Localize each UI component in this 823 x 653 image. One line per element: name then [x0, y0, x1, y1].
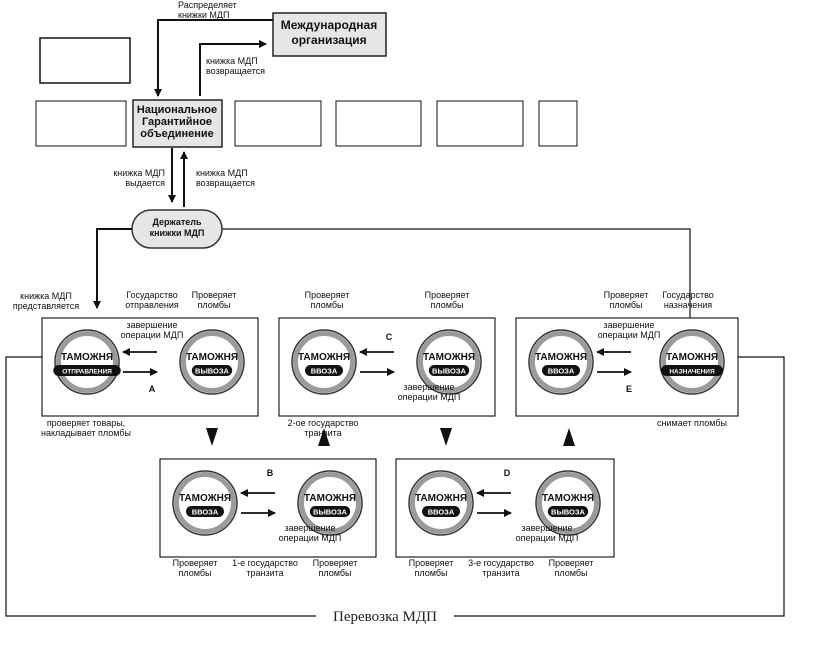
customs-word: ТАМОЖНЯ: [535, 352, 587, 363]
tir-frame-left: [5, 356, 316, 617]
customs-right-d: ТАМОЖНЯ ВЫВОЗА: [535, 470, 601, 536]
customs-left-d: ТАМОЖНЯ ВВОЗА: [408, 470, 474, 536]
customs-type-label: ВВОЗА: [548, 367, 575, 376]
customs-type-label: ВЫВОЗА: [313, 508, 348, 517]
customs-type-label: ВВОЗА: [428, 508, 455, 517]
return-to-org-arrow: [199, 40, 267, 96]
customs-word: ТАМОЖНЯ: [298, 352, 350, 363]
customs-type-label: ВЫВОЗА: [432, 367, 467, 376]
customs-word: ТАМОЖНЯ: [423, 352, 475, 363]
empty-box: [35, 100, 127, 147]
customs-word: ТАМОЖНЯ: [186, 352, 238, 363]
tir-footer-label: Перевозка МДП: [333, 609, 437, 625]
down-arrow: [440, 428, 452, 446]
customs-left-c: ТАМОЖНЯ ВВОЗА: [291, 329, 357, 395]
station-letter: E: [626, 384, 632, 394]
distribute-arrow: [154, 19, 273, 97]
station-letter: B: [267, 468, 274, 478]
customs-word: ТАМОЖНЯ: [415, 493, 467, 504]
empty-box: [234, 100, 322, 147]
customs-type-label: ВЫВОЗА: [195, 367, 230, 376]
station-bottom-label: проверяет товары,накладывает пломбы: [41, 418, 131, 438]
up-arrow: [318, 428, 330, 446]
tir-frame-right: [454, 356, 785, 617]
customs-right-a: ТАМОЖНЯ ВЫВОЗА: [179, 329, 245, 395]
customs-type-label: ОТПРАВЛЕНИЯ: [62, 369, 112, 376]
customs-type-label: ВВОЗА: [311, 367, 338, 376]
customs-word: ТАМОЖНЯ: [542, 493, 594, 504]
customs-right-b: ТАМОЖНЯ ВЫВОЗА: [297, 470, 363, 536]
empty-box: [39, 37, 131, 84]
holder-to-destination-line: [222, 228, 691, 318]
international-org-box: [272, 12, 387, 57]
station-letter: A: [149, 384, 156, 394]
station-letter: C: [386, 332, 393, 342]
customs-type-label: ВВОЗА: [192, 508, 219, 517]
empty-box: [538, 100, 578, 147]
station-letter: D: [504, 468, 511, 478]
presented-arrow: [93, 228, 132, 309]
customs-left-e: ТАМОЖНЯ ВВОЗА: [528, 329, 594, 395]
station-bottom-label: снимает пломбы: [657, 418, 727, 428]
customs-word: ТАМОЖНЯ: [666, 352, 718, 363]
empty-box: [335, 100, 422, 147]
down-arrow: [206, 428, 218, 446]
customs-word: ТАМОЖНЯ: [179, 493, 231, 504]
customs-right-c: ТАМОЖНЯ ВЫВОЗА: [416, 329, 482, 395]
up-arrow: [563, 428, 575, 446]
empty-box: [436, 100, 524, 147]
customs-word: ТАМОЖНЯ: [304, 493, 356, 504]
customs-word: ТАМОЖНЯ: [61, 352, 113, 363]
customs-type-label: НАЗНАЧЕНИЯ: [669, 369, 715, 376]
customs-type-label: ВЫВОЗА: [551, 508, 586, 517]
customs-right-e: ТАМОЖНЯ НАЗНАЧЕНИЯ: [659, 329, 725, 395]
customs-left-b: ТАМОЖНЯ ВВОЗА: [172, 470, 238, 536]
customs-left-a: ТАМОЖНЯ ОТПРАВЛЕНИЯ: [53, 329, 121, 395]
national-association-box: [132, 99, 223, 148]
